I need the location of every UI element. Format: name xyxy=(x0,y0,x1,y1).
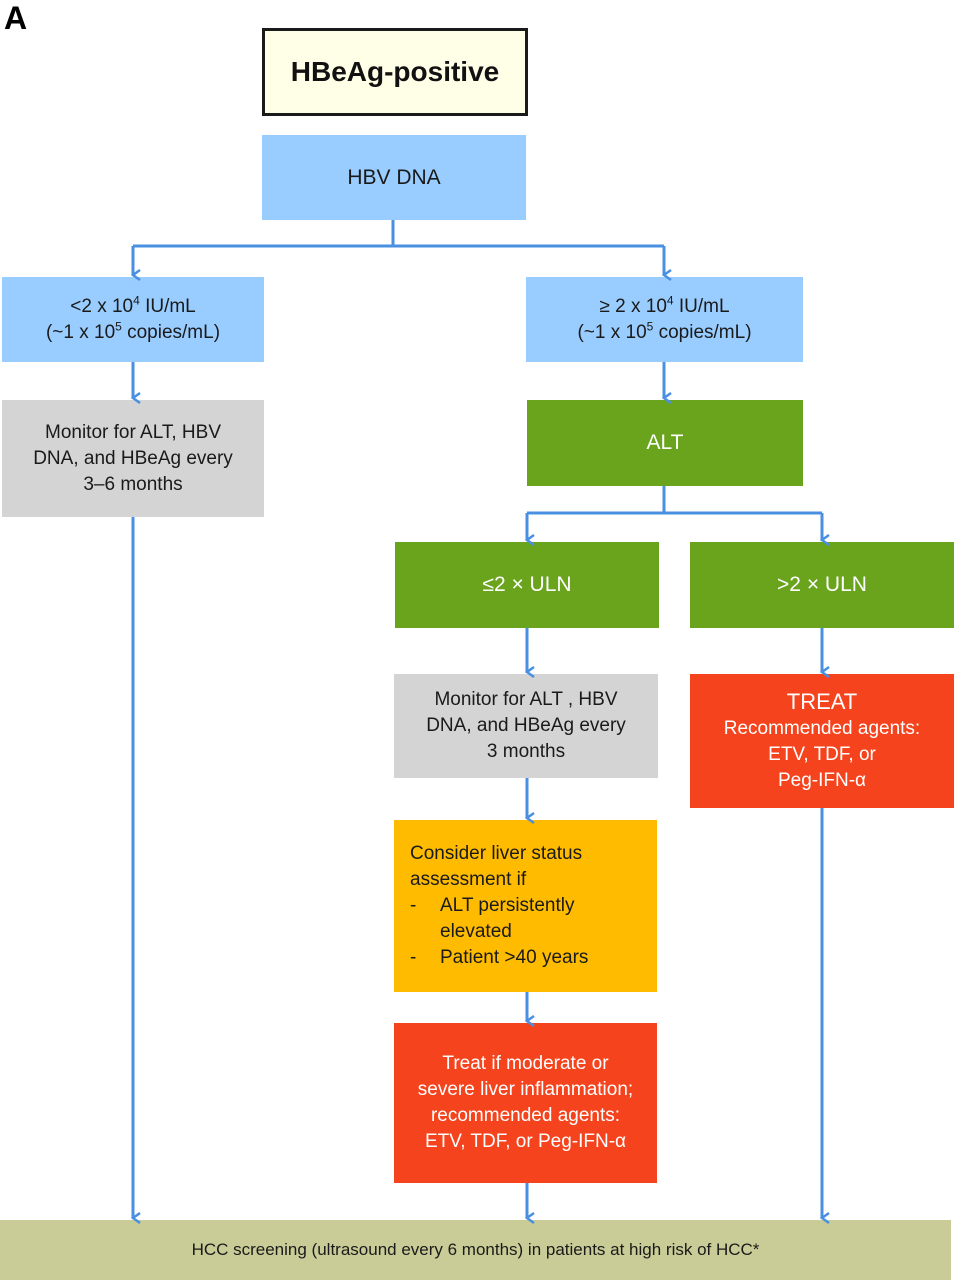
bullet-line: Patient >40 years xyxy=(440,947,589,968)
high-dna-line2: (~1 x 105 copies/mL) xyxy=(577,319,752,343)
title-box: HBeAg-positive xyxy=(262,28,528,116)
consider-box: Consider liver status assessment if - AL… xyxy=(394,820,657,992)
treat-if-line: severe liver inflammation; xyxy=(417,1079,634,1100)
consider-line: assessment if xyxy=(410,869,527,890)
monitor-mid-line: Monitor for ALT , HBV xyxy=(434,689,618,710)
treat-box: TREAT Recommended agents: ETV, TDF, or P… xyxy=(690,674,954,808)
consider-bullet: - Patient >40 years xyxy=(410,945,588,971)
alt-high-box: >2 × ULN xyxy=(690,542,954,628)
treat-if-line: recommended agents: xyxy=(430,1105,621,1126)
bullet-dash: - xyxy=(410,947,417,968)
high-dna-line1: ≥ 2 x 104 IU/mL xyxy=(599,293,730,317)
bullet-dash: - xyxy=(410,895,417,916)
monitor-left-line: 3–6 months xyxy=(83,473,183,495)
alt-high-label: >2 × ULN xyxy=(777,573,867,596)
monitor-left-box: Monitor for ALT, HBV DNA, and HBeAg ever… xyxy=(2,400,264,517)
monitor-left-line: Monitor for ALT, HBV xyxy=(45,421,221,443)
treat-line: Recommended agents: xyxy=(723,718,921,739)
panel-label: A xyxy=(4,0,28,36)
low-dna-line2: (~1 x 105 copies/mL) xyxy=(45,319,221,343)
monitor-mid-line: 3 months xyxy=(486,741,566,762)
hcc-box: HCC screening (ultrasound every 6 months… xyxy=(0,1220,951,1280)
treat-line: Peg-IFN-α xyxy=(777,770,867,791)
monitor-mid-box: Monitor for ALT , HBV DNA, and HBeAg eve… xyxy=(394,674,658,778)
low-dna-line1: <2 x 104 IU/mL xyxy=(70,293,196,317)
low-dna-box: <2 x 104 IU/mL (~1 x 105 copies/mL) xyxy=(2,277,264,362)
treat-if-box: Treat if moderate or severe liver inflam… xyxy=(394,1023,657,1183)
title-text: HBeAg-positive xyxy=(290,56,500,87)
alt-low-label: ≤2 × ULN xyxy=(482,573,572,596)
hcc-label: HCC screening (ultrasound every 6 months… xyxy=(191,1240,760,1259)
treat-if-line: ETV, TDF, or Peg-IFN-α xyxy=(424,1131,627,1152)
consider-line: Consider liver status xyxy=(410,843,583,864)
treat-heading: TREAT xyxy=(786,689,858,714)
hbv-dna-label: HBV DNA xyxy=(347,165,441,189)
consider-bullet: - ALT persistently elevated xyxy=(410,893,574,945)
monitor-left-line: DNA, and HBeAg every xyxy=(33,447,233,469)
hbv-dna-box: HBV DNA xyxy=(262,135,526,220)
alt-label: ALT xyxy=(646,431,684,454)
bullet-line: ALT persistently xyxy=(440,895,575,916)
monitor-mid-line: DNA, and HBeAg every xyxy=(426,715,626,736)
treat-line: ETV, TDF, or xyxy=(768,744,876,765)
treat-if-line: Treat if moderate or xyxy=(442,1053,609,1074)
alt-box: ALT xyxy=(527,400,803,486)
bullet-line: elevated xyxy=(440,921,512,942)
high-dna-box: ≥ 2 x 104 IU/mL (~1 x 105 copies/mL) xyxy=(526,277,803,362)
alt-low-box: ≤2 × ULN xyxy=(395,542,659,628)
